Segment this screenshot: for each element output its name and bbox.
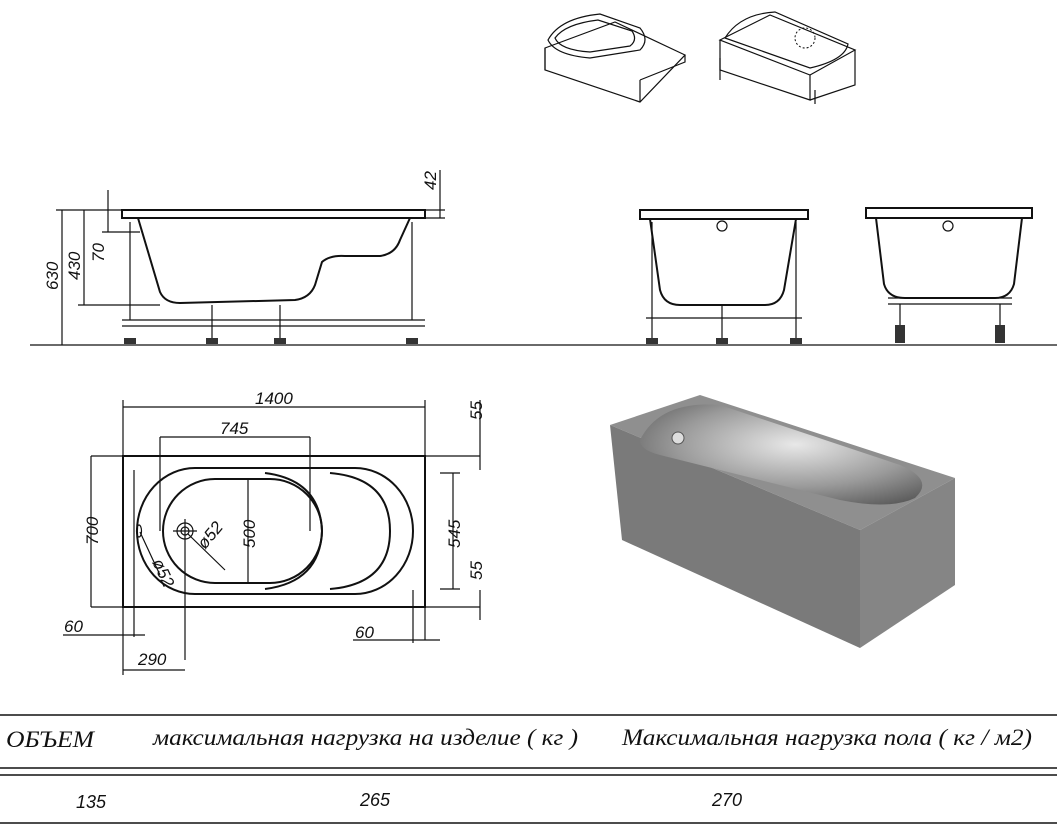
header-max-load-product: максимальная нагрузка на изделие ( кг ) [152,725,578,750]
dim-right-margin: 60 [355,623,374,642]
tub-with-frame-thumbnail [718,11,857,104]
specs-table: ОБЪЕМ максимальная нагрузка на изделие (… [0,714,1057,824]
end-view-frame [639,209,809,344]
end-view-legs [865,207,1033,343]
header-max-floor-load: Максимальная нагрузка пола ( кг / м2) [621,725,1032,750]
dim-overflow-diameter: ø52 [148,556,178,591]
dim-length: 1400 [255,389,293,408]
top-view: 1400 745 700 500 545 55 55 290 60 60 ø52… [63,389,486,675]
tub-with-panel-thumbnail [544,13,687,103]
dim-rim: 42 [421,171,440,190]
dim-bottom-width: 545 [445,519,464,548]
dim-total-height: 630 [43,261,62,290]
dim-tub-height: 430 [65,251,84,280]
dim-overflow: 70 [89,243,108,262]
value-max-floor-load: 270 [711,790,742,810]
bathtub-3d-render [610,395,955,648]
value-max-load-product: 265 [359,790,391,810]
dim-inner-length: 745 [220,419,249,438]
header-volume: ОБЪЕМ [6,727,96,752]
dim-left-margin: 60 [64,617,83,636]
dim-rim-bottom: 55 [467,561,486,580]
dim-width: 700 [83,516,102,545]
dim-drain-offset: 290 [137,650,167,669]
dim-rim-top: 55 [467,401,486,420]
dim-drain-diameter: ø52 [194,518,228,553]
value-volume: 135 [76,792,107,812]
side-view: 630 430 70 42 [43,170,445,345]
dim-inner-width: 500 [240,519,259,548]
